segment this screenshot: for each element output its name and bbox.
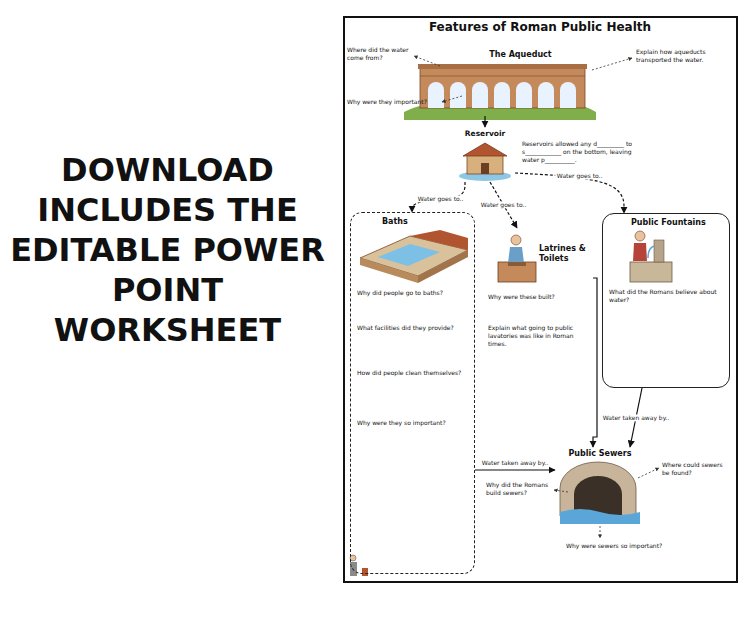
edge-label: Water goes to.. — [555, 172, 605, 179]
worksheet-question: Explain what going to public lavatories … — [488, 324, 583, 347]
feature-heading: Reservoir — [457, 129, 513, 139]
feature-heading: The Aqueduct — [412, 50, 589, 60]
feature-box: Reservoir — [455, 127, 515, 182]
worksheet-question: Why were sewers so important? — [566, 542, 676, 550]
flow-arrow — [484, 116, 485, 127]
worksheet-question: How did people clean themselves? — [357, 369, 468, 377]
feature-heading: Baths — [357, 217, 468, 227]
feature-box: Latrines & Toilets — [493, 228, 593, 288]
worksheet-question: Where did the water come from? — [347, 46, 409, 62]
aqueduct-picture — [404, 64, 596, 120]
fountain-picture — [630, 231, 672, 282]
feature-box: BathsWhy did people go to baths? What fac… — [350, 212, 475, 574]
worksheet-title: Features of Roman Public Health — [343, 20, 737, 34]
worksheet-question: Explain how aqueducts transported the wa… — [636, 48, 732, 64]
edge-label: Water goes to.. — [416, 195, 466, 202]
flow-arrow — [593, 278, 597, 447]
baths-picture — [360, 230, 468, 283]
worksheet-question: Why were these built? — [488, 293, 588, 301]
latrine-picture — [498, 235, 536, 282]
reservoir-picture — [459, 143, 511, 181]
flow-arrow — [412, 182, 465, 212]
download-banner: DOWNLOAD INCLUDES THE EDITABLE POWER POI… — [10, 150, 325, 350]
worksheet-question: Reservoirs allowed any d_________ to s__… — [522, 140, 632, 163]
worksheet-question: What facilities did they provide? — [357, 324, 468, 332]
worksheet-question: What did the Romans believe about water? — [609, 288, 723, 304]
sewer-picture — [560, 462, 640, 524]
worksheet-question: Why were they important? — [347, 98, 439, 106]
worksheet-question: Why were they so important? — [357, 419, 468, 427]
edge-label: Water taken away by.. — [480, 459, 550, 466]
feature-heading: Public Fountains — [609, 218, 723, 228]
feature-heading: Public Sewers — [557, 449, 643, 459]
worksheet-question: Why did the Romans build sewers? — [486, 481, 550, 497]
flow-arrow — [475, 469, 555, 470]
small-figure — [350, 555, 368, 576]
edge-label: Water taken away by.. — [601, 414, 671, 421]
worksheet-question: Why did people go to baths? — [357, 289, 468, 297]
feature-box: Public FountainsWhat did the Romans beli… — [602, 213, 730, 388]
feature-box: The Aqueduct — [408, 48, 593, 116]
feature-box: Public Sewers — [555, 447, 645, 527]
feature-heading: Latrines & Toilets — [495, 244, 591, 265]
worksheet-frame — [344, 17, 737, 582]
worksheet-question: Where could sewers be found? — [662, 461, 728, 477]
edge-label: Water goes to.. — [479, 201, 529, 208]
flow-arrow — [515, 173, 624, 213]
